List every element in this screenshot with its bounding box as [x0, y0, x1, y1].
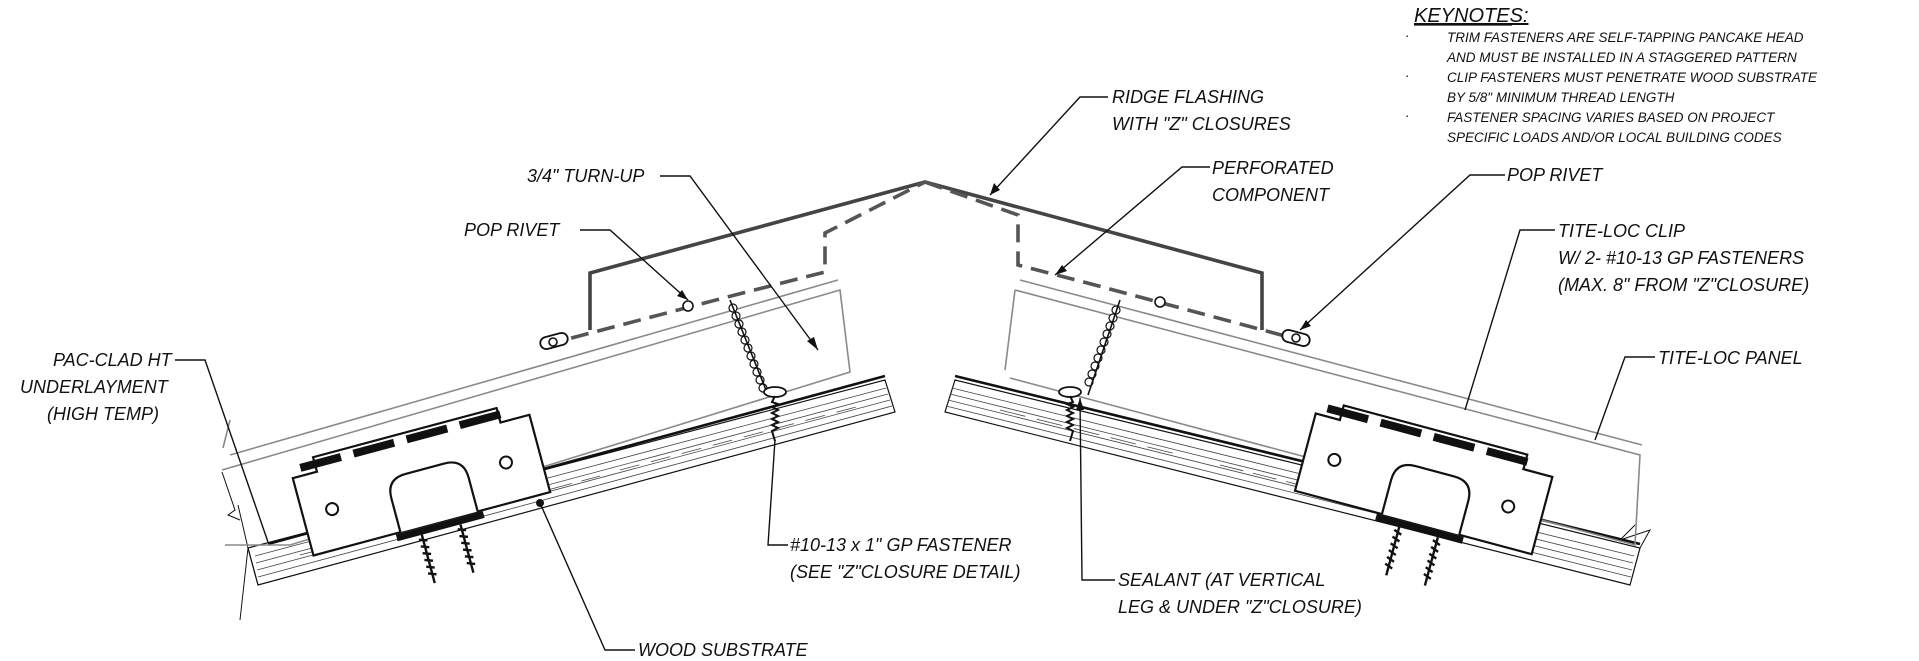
label-perforated-2: COMPONENT	[1212, 185, 1331, 205]
z-closure-left	[544, 180, 926, 347]
gp-fastener-left-icon	[763, 386, 787, 442]
label-pop-rivet-left: POP RIVET	[464, 220, 561, 240]
keynote-bullet-3: ·	[1405, 108, 1410, 123]
label-tite-loc-clip-3: (MAX. 8" FROM "Z"CLOSURE)	[1558, 275, 1809, 295]
keynote-line-3: CLIP FASTENERS MUST PENETRATE WOOD SUBST…	[1447, 70, 1818, 85]
keynotes-title: KEYNOTES:	[1414, 5, 1528, 27]
gp-fastener-right-icon	[1058, 386, 1082, 442]
label-wood-substrate: WOOD SUBSTRATE	[638, 640, 809, 660]
keynote-bullet-2: ·	[1405, 68, 1410, 83]
label-tite-loc-panel: TITE-LOC PANEL	[1658, 348, 1803, 368]
keynote-line-2: AND MUST BE INSTALLED IN A STAGGERED PAT…	[1446, 50, 1797, 65]
label-underlayment-3: (HIGH TEMP)	[47, 404, 159, 424]
label-underlayment: PAC-CLAD HT	[53, 350, 174, 370]
tite-loc-clip-right-icon	[1293, 404, 1554, 586]
tite-loc-clip-left-icon	[291, 406, 552, 584]
pop-rivet-left-icon	[539, 300, 694, 350]
z-closure-vertical-leg-left	[729, 299, 769, 396]
label-sealant-2: LEG & UNDER "Z"CLOSURE)	[1118, 597, 1362, 617]
z-closure-right	[924, 180, 1301, 342]
pop-rivet-right-icon	[1154, 296, 1311, 347]
keynote-line-6: SPECIFIC LOADS AND/OR LOCAL BUILDING COD…	[1447, 130, 1782, 145]
leader-lines	[175, 96, 1655, 651]
label-tite-loc-clip-2: W/ 2- #10-13 GP FASTENERS	[1558, 248, 1804, 268]
label-perforated: PERFORATED	[1212, 158, 1334, 178]
z-closure-vertical-leg-right	[1087, 299, 1121, 396]
keynote-bullet-1: ·	[1405, 28, 1410, 43]
label-tite-loc-clip: TITE-LOC CLIP	[1558, 221, 1685, 241]
label-gp-fastener: #10-13 x 1" GP FASTENER	[790, 535, 1011, 555]
label-gp-fastener-2: (SEE "Z"CLOSURE DETAIL)	[790, 562, 1020, 582]
label-turn-up: 3/4" TURN-UP	[527, 166, 644, 186]
keynote-line-4: BY 5/8" MINIMUM THREAD LENGTH	[1447, 90, 1675, 105]
keynote-line-1: TRIM FASTENERS ARE SELF-TAPPING PANCAKE …	[1447, 30, 1804, 45]
label-ridge-flashing: RIDGE FLASHING	[1112, 87, 1264, 107]
keynotes-block: KEYNOTES: · TRIM FASTENERS ARE SELF-TAPP…	[1405, 5, 1818, 145]
label-ridge-flashing-2: WITH "Z" CLOSURES	[1112, 114, 1291, 134]
label-underlayment-2: UNDERLAYMENT	[20, 377, 170, 397]
label-sealant: SEALANT (AT VERTICAL	[1118, 570, 1325, 590]
keynote-line-5: FASTENER SPACING VARIES BASED ON PROJECT	[1447, 110, 1776, 125]
label-pop-rivet-right: POP RIVET	[1507, 165, 1604, 185]
